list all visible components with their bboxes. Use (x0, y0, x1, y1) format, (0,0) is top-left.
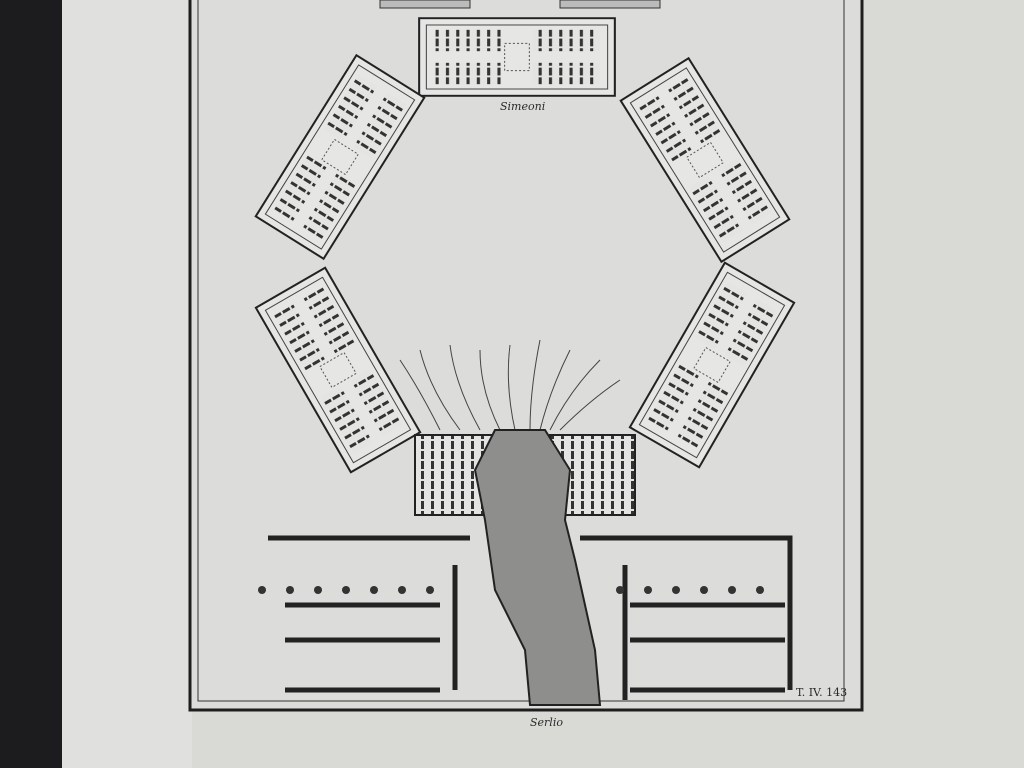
top-caption: Simeoni (500, 100, 546, 113)
water-channel (473, 429, 602, 706)
artist-caption: Serlio (530, 716, 563, 729)
building-top (418, 17, 616, 97)
plate-number: T. IV. 143 (796, 686, 848, 699)
flames (399, 339, 621, 431)
bottom-walls (268, 535, 793, 700)
